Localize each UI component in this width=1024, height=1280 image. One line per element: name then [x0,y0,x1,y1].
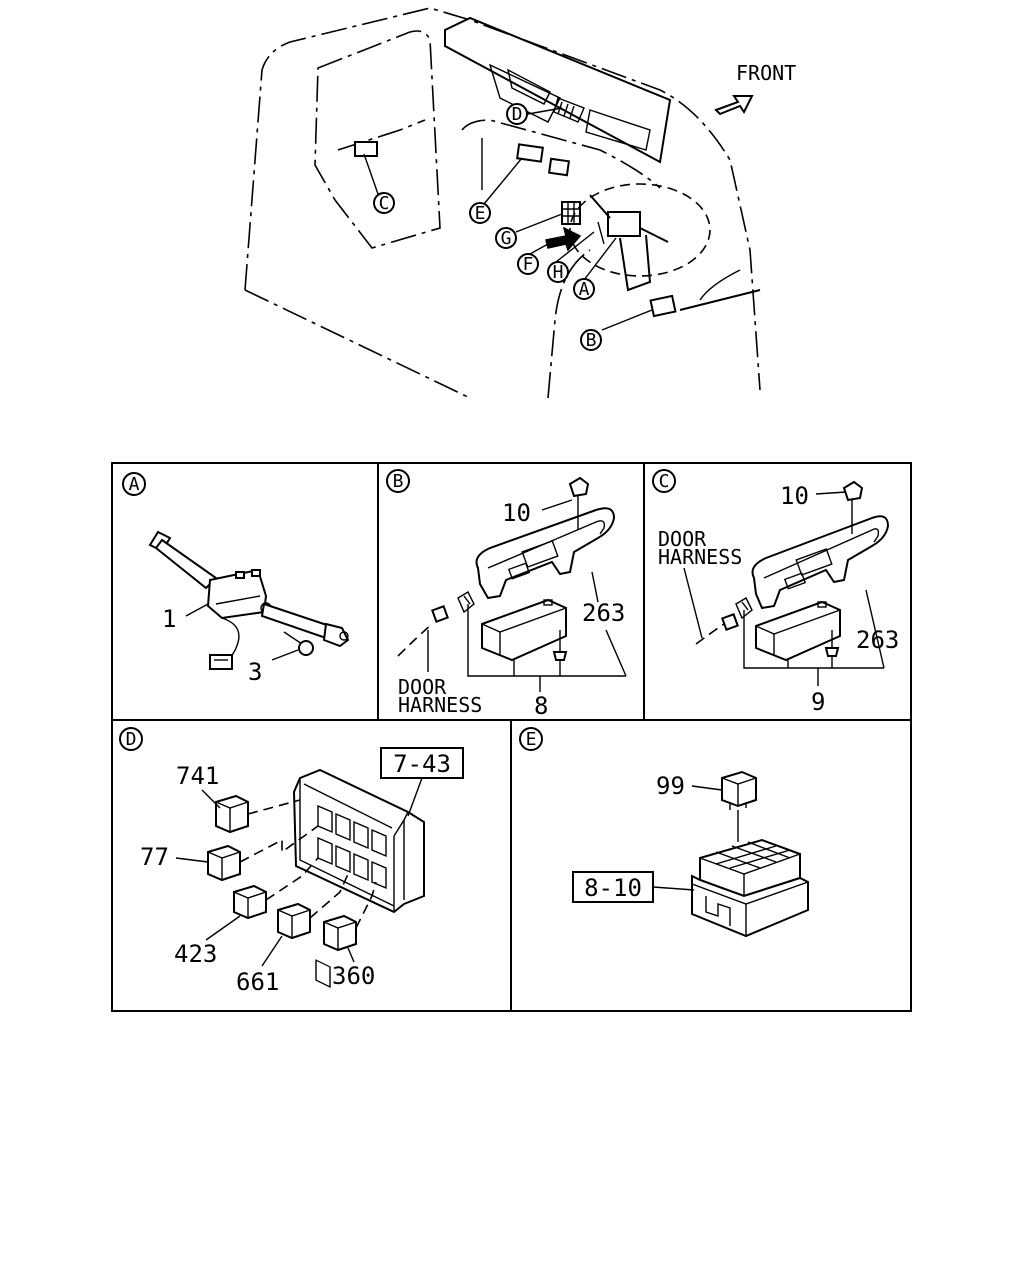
svg-text:F: F [523,254,534,275]
callout-f: F [517,253,539,275]
panel-e-letter: E [526,729,537,750]
svg-text:A: A [579,279,590,300]
part-3-label: 3 [248,658,262,686]
window-switch-bezel [475,507,616,600]
svg-text:D: D [512,104,523,125]
bolt-10 [568,476,590,530]
svg-text:C: C [379,193,390,214]
part-1-label: 1 [162,605,176,633]
switch-module-c [755,600,841,662]
callout-b: B [580,329,602,351]
switch-overview [589,194,669,292]
panel-d: D 7-43 [119,727,464,996]
callout-a: A [573,278,595,300]
door-harness-b-line1: DOOR [398,675,447,699]
vent-grill [553,97,585,123]
panel-a: A 1 3 [122,472,350,686]
part-10-label: 10 [502,499,531,527]
door-harness-b-line2: HARNESS [398,693,482,717]
front-arrow-icon [714,95,754,116]
relay-block [691,838,809,938]
terminal-661 [261,873,349,967]
svg-text:H: H [553,262,564,283]
part-741-label: 741 [176,762,219,790]
cavities [317,804,387,890]
cavity-grid [315,959,331,988]
screw-b [552,630,568,661]
bolt-10-c [842,480,864,534]
screw-c [824,630,840,657]
vehicle-overview: FRONT D C E G F [244,7,796,399]
panel-e: E 8-10 [519,727,809,938]
callout-c: C [373,192,395,214]
panel-c: C 10 DOOR [652,469,899,716]
door-harness-c-line1: DOOR [658,527,707,551]
door-harness-c-line2: HARNESS [658,545,742,569]
svg-text:B: B [586,330,597,351]
front-label: FRONT [736,61,796,85]
panel-b-letter: B [393,471,404,492]
svg-text:E: E [475,203,486,224]
callout-h: H [547,261,569,283]
window-switch-bezel-c [751,515,890,610]
terminal-423 [205,857,319,941]
callout-g: G [495,227,517,249]
part-9-label: 9 [811,688,825,716]
switch-module [481,598,567,662]
connector-block [292,768,425,914]
panel-a-letter: A [129,474,140,495]
ref-box-8-10: 8-10 [572,871,695,903]
terminal-77 [175,825,319,882]
part-99-label: 99 [656,772,685,800]
svg-text:7-43: 7-43 [393,750,451,778]
combination-switch [148,530,350,670]
panel-b: B 10 [386,469,627,720]
part-8-label: 8 [534,692,548,720]
part-360-label: 360 [332,962,375,990]
svg-text:G: G [501,228,512,249]
part-263-c-label: 263 [856,626,899,654]
part-423-label: 423 [174,940,217,968]
panel-d-letter: D [126,729,137,750]
ref-box-7-43: 7-43 [380,747,464,817]
relay-99 [691,770,757,842]
terminal-360 [323,881,377,963]
part-661-label: 661 [236,968,279,996]
callout-d: D [506,103,528,125]
screw-3 [283,631,314,656]
f-arrow-icon [545,226,582,252]
terminal-741 [201,789,301,834]
detail-grid [111,462,912,1012]
panel-c-letter: C [659,471,670,492]
part-77-label: 77 [140,843,169,871]
svg-text:8-10: 8-10 [584,874,642,902]
callout-e: E [469,202,491,224]
part-10-c-label: 10 [780,482,809,510]
part-263-label: 263 [582,599,625,627]
